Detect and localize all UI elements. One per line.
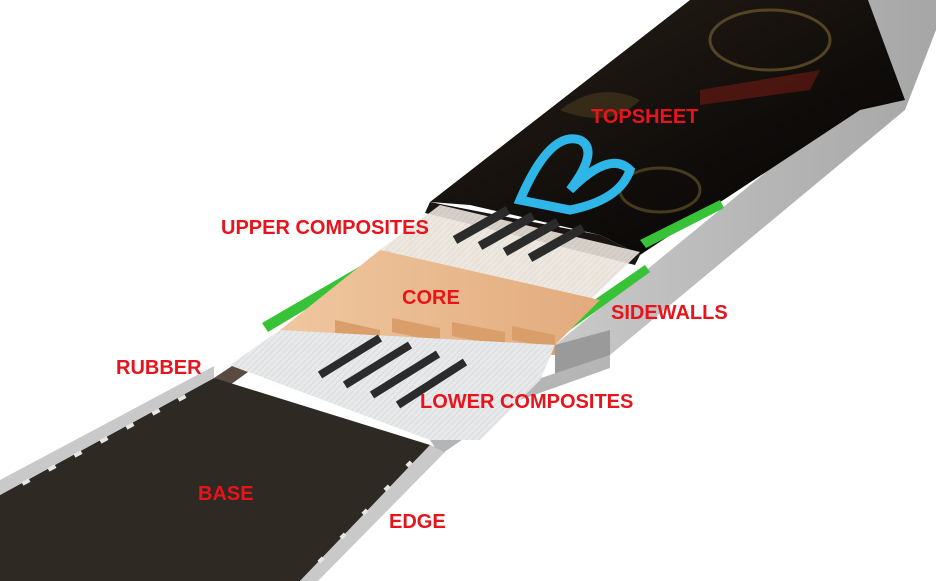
label-upper-composites: UPPER COMPOSITES	[221, 217, 429, 239]
label-base: BASE	[198, 483, 254, 505]
label-edge: EDGE	[389, 511, 446, 533]
upper-composites-layer	[380, 205, 640, 300]
label-lower-composites: LOWER COMPOSITES	[420, 391, 634, 413]
label-topsheet: TOPSHEET	[591, 106, 699, 128]
lower-composites-layer	[230, 330, 555, 440]
base-layer	[0, 366, 445, 581]
label-sidewalls: SIDEWALLS	[611, 302, 728, 324]
edge-steel	[21, 394, 413, 564]
rubber-strip	[214, 366, 248, 385]
label-rubber: RUBBER	[116, 357, 202, 379]
topsheet-graphic	[513, 134, 636, 215]
label-core: CORE	[402, 287, 460, 309]
green-sidewall-strip-left	[0, 0, 1, 1]
